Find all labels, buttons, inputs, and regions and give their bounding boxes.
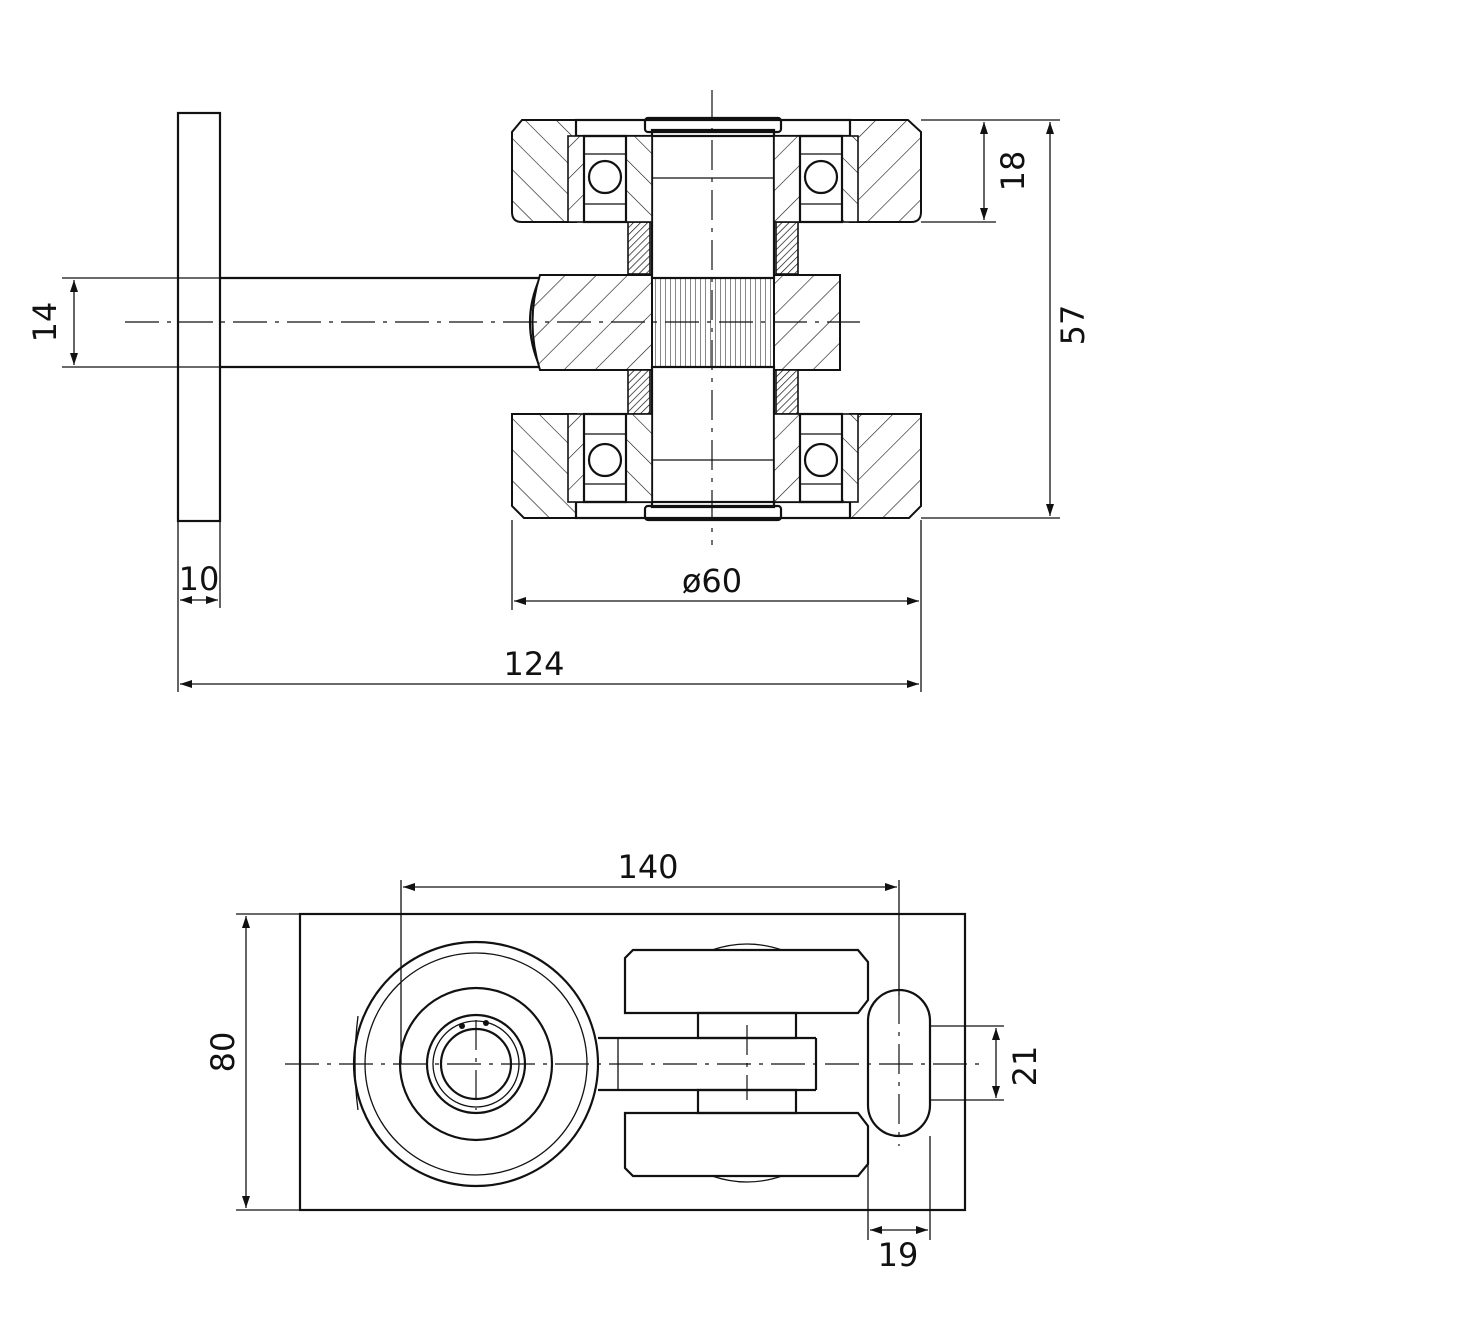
dim-plate-length: 140 bbox=[400, 848, 900, 1064]
dim-wheel-width: 18 bbox=[921, 119, 1060, 223]
dim-plate-width: 80 bbox=[204, 913, 300, 1211]
mounting-plate bbox=[298, 912, 967, 1212]
svg-text:ø60: ø60 bbox=[682, 562, 742, 600]
svg-text:124: 124 bbox=[503, 645, 564, 683]
front-view: 14 10 ø60 124 18 5 bbox=[26, 90, 1092, 692]
bearing-upper-left bbox=[567, 134, 653, 224]
lower-wheel-section bbox=[511, 412, 922, 520]
svg-text:140: 140 bbox=[617, 848, 678, 886]
dim-shaft-diameter: 14 bbox=[26, 277, 220, 368]
svg-text:14: 14 bbox=[26, 302, 64, 343]
dim-slot-length: 19 bbox=[867, 1136, 931, 1274]
svg-text:18: 18 bbox=[994, 151, 1032, 192]
svg-text:10: 10 bbox=[179, 560, 220, 598]
bearing-upper-right bbox=[773, 134, 859, 224]
dim-overall-length: 124 bbox=[177, 608, 919, 692]
svg-text:57: 57 bbox=[1054, 305, 1092, 346]
bearing-lower-right bbox=[773, 412, 859, 504]
bearing-lower-left bbox=[567, 412, 653, 504]
flange-plate bbox=[176, 111, 222, 523]
svg-text:21: 21 bbox=[1006, 1046, 1044, 1087]
dim-wheel-diameter: ø60 bbox=[511, 520, 922, 692]
svg-text:80: 80 bbox=[204, 1032, 242, 1073]
svg-text:19: 19 bbox=[878, 1236, 919, 1274]
dim-slot-width: 21 bbox=[930, 1025, 1044, 1101]
dim-flange-thickness: 10 bbox=[179, 560, 220, 604]
top-view: 140 80 21 19 bbox=[204, 848, 1044, 1274]
dim-wheel-span: 57 bbox=[921, 122, 1092, 519]
upper-wheel-section bbox=[511, 118, 922, 224]
